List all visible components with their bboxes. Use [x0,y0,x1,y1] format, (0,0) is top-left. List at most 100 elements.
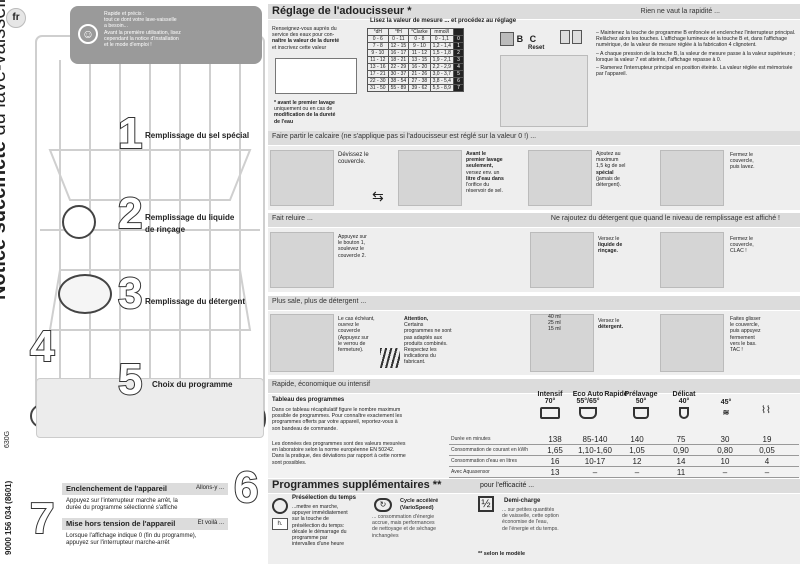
hour-key: h. [272,518,288,530]
control-panel-image [500,55,588,127]
wineglass-icon [679,407,689,419]
step-number-5: 5 [117,355,144,404]
programme-heading: Tableau des programmes [272,397,345,403]
detergent-open-image [270,314,334,372]
rinse-close-image [660,232,724,288]
cup-icon [579,407,597,419]
rinse-title-2: de rinçage [145,225,186,234]
hardness-input-box[interactable] [275,58,357,94]
extra-speed-title: Cycle accéléré(VarioSpeed) [400,498,439,511]
softener-tagline: Rien ne vaut la rapidité ... [640,8,720,15]
table-row: Consommation de courant en kWh 1,65 1,10… [449,445,799,456]
step-number-7: 7 [29,494,56,543]
detergent-close-image [660,314,724,372]
pot-icon [540,407,560,419]
softener-title: Réglage de l'adoucisseur * [272,5,412,17]
speed-icon: ↻ [374,498,392,512]
step-number-6: 6 [233,463,260,512]
col-head: mmol/l [429,28,454,36]
intro-line: Avant la première utilisation, lisez [104,29,181,36]
intro-line: Rapide et précis : [104,11,145,17]
extras-title: Programmes supplémentaires ** [272,479,442,491]
shower-icon: ⌇⌇ [761,405,771,416]
footnote: ** selon le modèle [478,551,526,557]
reset-keys: A B C [500,28,590,52]
on-text: Appuyez sur l'interrupteur marche arrêt,… [66,498,178,511]
rinse-bar: Fait reluire ... Ne rajoutez du détergen… [268,213,800,227]
col-head: °Clarke [408,28,431,36]
on-title-bar: Enclenchement de l'appareil Allons-y ... [62,483,228,495]
extra-delay-title: Présélection du temps [292,495,357,501]
control-panel [36,378,264,438]
programme-45: 45°≋ [706,399,746,419]
programme-title: Choix du programme [152,380,233,389]
salt-bar: Faire partir le calcaire (ne s'applique … [268,131,800,145]
step-number-4: 4 [29,322,56,371]
programme-text-2: Les données des programmes sont des vale… [272,441,406,466]
salt-water-image [398,150,462,206]
programme-quick: Rapide [604,391,628,398]
step-number-2: 2 [117,189,144,238]
reset-label: Reset [528,45,545,51]
table-row: Avec Aquasensor 13 – – 11 – – [449,467,799,478]
rinse-icon: ≋ [722,408,730,417]
extras-bar: Programmes supplémentaires ** pour l'eff… [268,479,800,493]
extra-delay-text: ...mettre en marche,appuyer immédiatemen… [292,504,348,548]
salt-fill-image [528,150,592,206]
step-number-1: 1 [117,109,144,158]
off-title-bar: Mise hors tension de l'appareil Et voilà… [62,518,228,530]
clock-icon [272,498,288,514]
intro-box: ☺ Rapide et précis : tout ce dont votre … [70,6,262,64]
rinse-fill-image [530,232,594,288]
salt-cap-image [270,150,334,206]
intro-line: a besoin... [104,23,128,30]
table-row: Consommation d'eau en litres 16 10-17 12… [449,456,799,467]
salt-title: Remplissage du sel spécial [145,131,250,140]
detergent-dose-image [530,314,594,372]
extras-panel [268,494,800,564]
tablet-icon [380,348,400,368]
programme-bar: Rapide, économique ou intensif [268,379,800,393]
programme-text-1: Dans ce tableau récapitulatif figure le … [272,407,403,432]
col-head: °fH [387,28,410,36]
smiley-icon: ☺ [78,24,98,44]
programme-prewash: ⌇⌇ [746,399,786,422]
detergent-title: Remplissage du détergent [145,297,246,306]
intro-line: tout ce dont votre lave-vaisselle [104,17,177,24]
salt-close-image [660,150,724,206]
table-heading: Lisez la valeur de mesure ... et procéde… [370,18,517,24]
detergent-bar: Plus sale, plus de détergent ... [268,296,800,310]
col-head: °dH [367,28,389,36]
rinse-open-image [270,232,334,288]
extra-half-title: Demi-charge [504,498,541,504]
glass-icon [633,407,649,419]
salt-cap-marker [62,205,96,239]
intro-line: et le mode d'emploi ! [104,42,152,49]
col-head [452,28,464,36]
softener-steps: – Maintenez la touche de programme B enf… [596,30,796,78]
extras-tagline: pour l'efficacité ... [480,482,535,489]
table-row: Durée en minutes 138 85-140 140 75 30 19 [449,434,799,445]
softener-bar: Réglage de l'adoucisseur * Rien ne vaut … [268,4,800,19]
